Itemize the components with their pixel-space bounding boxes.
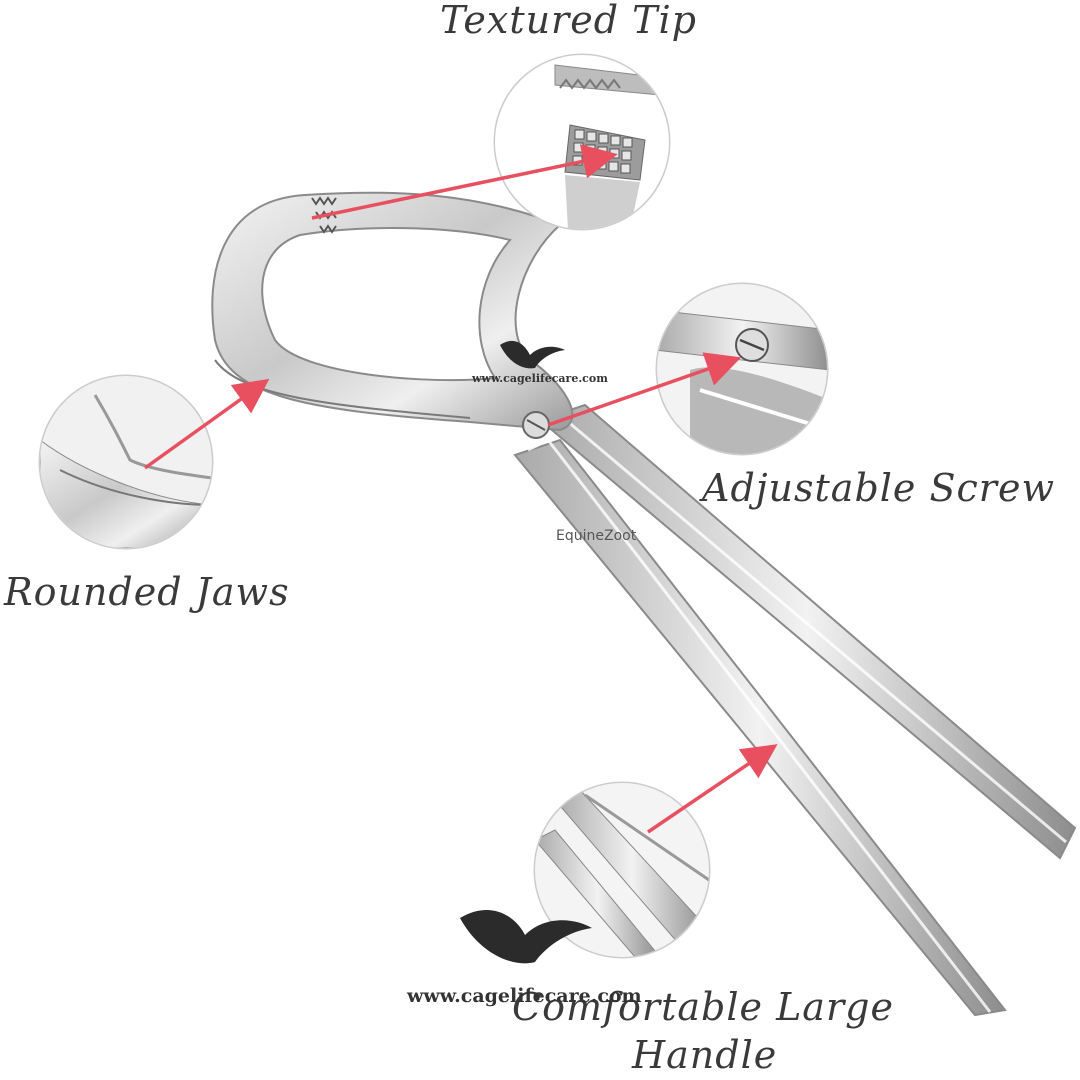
arrow-handle xyxy=(647,744,778,834)
watermark-site-large: www.cagelifecare.com xyxy=(407,985,642,1007)
zoom-circle-textured-tip xyxy=(493,53,671,231)
arrow-adjustable-screw xyxy=(547,352,742,427)
zoom-circle-rounded-jaws xyxy=(38,374,214,550)
label-adjustable-screw: Adjustable Screw xyxy=(702,466,1055,510)
zoom-circle-handle xyxy=(533,781,711,959)
label-handle-line2: Handle xyxy=(632,1033,778,1077)
label-rounded-jaws: Rounded Jaws xyxy=(4,570,290,614)
watermark-brand: EquineZoot xyxy=(556,528,637,544)
watermark-site-small: www.cagelifecare.com xyxy=(472,372,608,385)
tool-jaws-ring xyxy=(211,191,574,432)
label-textured-tip: Textured Tip xyxy=(440,0,697,42)
arrow-textured-tip xyxy=(311,144,618,220)
bird-logo-icon xyxy=(460,340,592,964)
callout-arrows xyxy=(143,144,778,834)
tool-handles xyxy=(513,403,1077,1017)
label-handle-line1: Comfortable Large xyxy=(512,985,894,1029)
tool-screw xyxy=(522,411,550,439)
arrow-rounded-jaws xyxy=(143,378,270,470)
zoom-circle-adjustable-screw xyxy=(655,282,829,456)
